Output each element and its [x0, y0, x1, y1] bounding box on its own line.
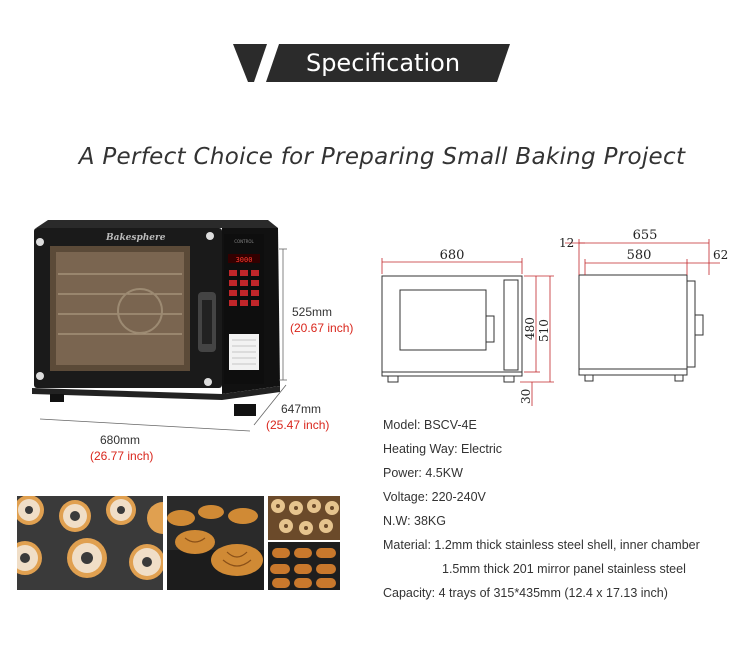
- banner-bar: [266, 44, 510, 82]
- oven-depth-inch: (25.47 inch): [266, 418, 330, 432]
- side-view-drawing: 655 580 12 62: [559, 228, 728, 382]
- spec-material-line1: Material: 1.2mm thick stainless steel sh…: [383, 538, 700, 552]
- photo-donuts: [17, 496, 163, 590]
- oven-product-image: CONTROL 3000 Bakesphere: [32, 220, 280, 416]
- spec-weight: N.W: 38KG: [383, 514, 446, 528]
- side-body-label: 580: [627, 248, 652, 263]
- oven-display-value: 3000: [236, 256, 253, 264]
- photo-croissants: [167, 496, 264, 590]
- banner-left-chevron: [233, 44, 267, 82]
- banner-title: Specification: [305, 49, 461, 77]
- spec-heating: Heating Way: Electric: [383, 442, 503, 456]
- oven-brand-logo: Bakesphere: [105, 233, 166, 243]
- front-inner-height-label: 480: [523, 317, 537, 340]
- oven-width-mm: 680mm: [100, 433, 141, 447]
- oven-height-inch: (20.67 inch): [290, 321, 354, 335]
- spec-model: Model: BSCV-4E: [383, 418, 477, 432]
- side-back-label: 12: [559, 236, 574, 250]
- side-total-label: 655: [633, 228, 658, 243]
- oven-height-mm: 525mm: [292, 305, 333, 319]
- photo-pastries: [268, 496, 340, 590]
- spec-capacity: Capacity: 4 trays of 315*435mm (12.4 x 1…: [383, 586, 668, 600]
- svg-text:CONTROL: CONTROL: [234, 239, 254, 244]
- spec-power: Power: 4.5KW: [383, 466, 463, 480]
- spec-material-line2: 1.5mm thick 201 mirror panel stainless s…: [442, 562, 686, 576]
- front-view-drawing: 680 480 510 30: [381, 248, 554, 406]
- page-subtitle: A Perfect Choice for Preparing Small Bak…: [78, 144, 686, 170]
- spec-banner: [233, 44, 510, 82]
- spec-voltage: Voltage: 220-240V: [383, 490, 486, 504]
- front-width-label: 680: [440, 248, 465, 263]
- side-handle-label: 62: [713, 248, 728, 262]
- oven-depth-mm: 647mm: [281, 402, 322, 416]
- front-total-height-label: 510: [537, 319, 551, 342]
- oven-width-inch: (26.77 inch): [90, 449, 154, 463]
- front-foot-label: 30: [519, 389, 533, 404]
